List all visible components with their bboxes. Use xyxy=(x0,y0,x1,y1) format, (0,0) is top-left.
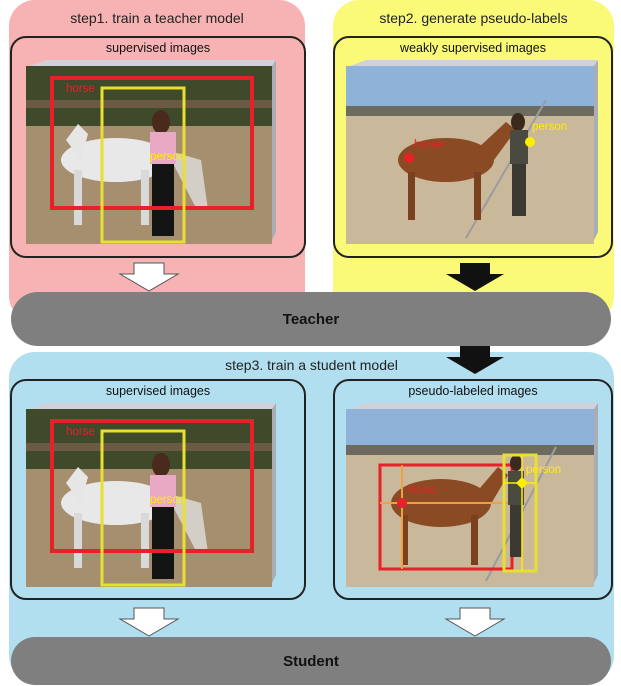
horse-label: horse xyxy=(414,139,443,151)
weakly-photo: horse person xyxy=(346,60,598,244)
student-label: Student xyxy=(283,652,339,670)
student-model: Student xyxy=(11,637,611,685)
step2-weakly-group: weakly supervised images xyxy=(333,36,613,258)
arrow-down-icon xyxy=(444,607,506,637)
group-title: supervised images xyxy=(105,384,211,398)
horse-label: horse xyxy=(408,484,437,496)
teacher-model: Teacher xyxy=(11,292,611,346)
pseudo-photo: horse person xyxy=(346,403,598,587)
person-label: person xyxy=(150,494,185,506)
person-label: person xyxy=(150,151,185,163)
group-title: supervised images xyxy=(105,41,211,55)
image-stack-pseudo: horse person xyxy=(346,403,598,593)
step3-title: step3. train a student model xyxy=(225,357,398,373)
arrow-down-filled-icon xyxy=(446,346,504,374)
image-stack-supervised-1: horse person xyxy=(26,60,276,250)
step3-pseudo-group: pseudo-labeled images xyxy=(333,379,613,600)
supervised-photo-1: horse person xyxy=(26,60,276,244)
horse-label: horse xyxy=(66,426,95,438)
person-label: person xyxy=(532,121,567,133)
group-title: weakly supervised images xyxy=(400,41,546,55)
image-stack-weakly: horse person xyxy=(346,60,598,250)
group-title: pseudo-labeled images xyxy=(408,384,538,398)
teacher-label: Teacher xyxy=(282,310,340,328)
horse-label: horse xyxy=(66,83,95,95)
step1-supervised-group: supervised images xyxy=(10,36,306,258)
step3-supervised-group: supervised images xyxy=(10,379,306,600)
supervised-photo-2: horse person xyxy=(26,403,276,587)
step1-title: step1. train a teacher model xyxy=(70,10,244,26)
person-label: person xyxy=(526,464,561,476)
arrow-down-icon xyxy=(118,607,180,637)
step2-title: step2. generate pseudo-labels xyxy=(379,10,568,26)
arrow-down-filled-icon xyxy=(446,263,504,291)
arrow-down-icon xyxy=(118,262,180,292)
image-stack-supervised-2: horse person xyxy=(26,403,276,593)
